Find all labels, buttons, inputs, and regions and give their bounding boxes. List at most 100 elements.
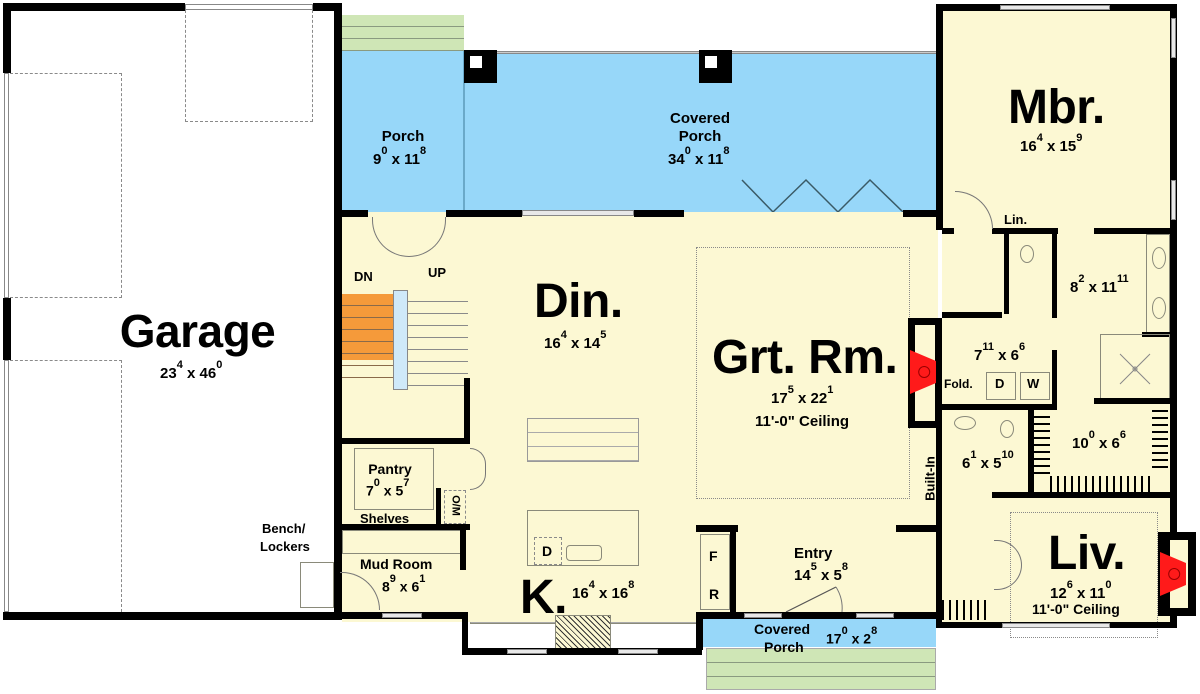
garage-wall-left-mid (3, 298, 11, 360)
pantry-shelves (354, 448, 434, 510)
porch-column-1 (464, 50, 497, 83)
master-wall-lower (942, 228, 954, 234)
porch-dimensions: 90 x 118 (373, 145, 427, 168)
wall-rear-right (903, 210, 939, 217)
garage-wall-bottom (3, 612, 341, 620)
great-room-label: Grt. Rm. (712, 331, 898, 384)
living-window-bottom (1002, 623, 1110, 628)
linen-label: Lin. (1004, 212, 1028, 227)
dining-dimensions: 164 x 145 (544, 329, 607, 352)
closet-wall-top (1094, 398, 1172, 404)
covered-porch-front-label-2: Porch (764, 639, 804, 655)
washer-label: W (1027, 376, 1040, 391)
garage-door-top (185, 4, 313, 10)
wall-rear-mid2 (634, 210, 684, 217)
right-wall-lower (936, 532, 942, 628)
entry-door-swing-icon[interactable] (784, 584, 848, 614)
entry-sidelight-2 (856, 613, 894, 618)
stair-up-label: UP (428, 265, 447, 280)
stair-wall-right (464, 378, 470, 442)
laundry-wall-top (942, 312, 1002, 318)
master-window-right-1 (1171, 18, 1176, 58)
hall-closet-rod (942, 600, 990, 620)
garage-storage-area (185, 10, 313, 122)
washer (1020, 372, 1050, 400)
walk-in-closet-dimensions: 100 x 66 (1072, 429, 1126, 452)
closet-rod-bottom (1050, 476, 1150, 492)
kitchen-wall-left (462, 612, 468, 655)
kitchen-wall-bottom (462, 648, 702, 655)
bench-lockers-label-2: Lockers (260, 539, 310, 554)
dryer-label: D (995, 376, 1005, 391)
stair-wall-bottom (338, 438, 470, 444)
laundry-wall-bottom (942, 404, 1057, 410)
master-wall-lower-3 (1094, 228, 1172, 234)
refrigerator-label: R (709, 586, 720, 602)
mud-room-wall-right (460, 530, 466, 570)
garage-label: Garage (119, 305, 276, 357)
great-room-dimensions: 175 x 221 (771, 384, 834, 407)
pantry-wall-right (436, 488, 441, 526)
master-window-right-2 (1171, 180, 1176, 220)
pantry-shelves-label: Shelves (360, 511, 410, 526)
fold-counter-label: Fold. (944, 377, 973, 391)
living-wall-right (1170, 612, 1177, 628)
stair-down-label: DN (354, 269, 373, 284)
folding-door-icon (741, 178, 904, 214)
covered-porch-front-dimensions: 170 x 28 (826, 625, 878, 647)
front-porch-wall-left (696, 612, 703, 650)
entry-wall-top-left (696, 525, 738, 532)
master-wall-right (1170, 4, 1177, 544)
pantry-wall-bottom (338, 524, 470, 530)
stair-down-treads (342, 294, 396, 378)
toilet-master (1020, 245, 1034, 263)
oven-microwave (444, 490, 466, 524)
mud-room-window (382, 613, 422, 618)
mud-room-exterior-step (300, 562, 334, 608)
garage-wall-left-top (3, 3, 11, 73)
garage-room (5, 5, 337, 615)
fridge-freezer (700, 534, 730, 610)
master-bath-dimensions: 82 x 1111 (1070, 273, 1129, 296)
garage-wall-top-right (313, 3, 341, 11)
dining-table (527, 418, 639, 462)
dishwasher-label: D (542, 543, 553, 559)
built-in-label: Built-In (922, 456, 938, 501)
sink-2 (1152, 297, 1166, 319)
shower-drain-icon (1119, 353, 1151, 385)
entry-dimensions: 145 x 58 (794, 561, 848, 584)
living-ceiling-label: 11'-0" Ceiling (1032, 601, 1120, 617)
living-label: Liv. (1048, 527, 1126, 580)
laundry-dimensions: 711 x 66 (974, 341, 1026, 364)
kitchen-dimensions: 164 x 168 (572, 579, 635, 602)
dishwasher (534, 537, 562, 565)
covered-porch-rear-dimensions: 340 x 118 (668, 145, 730, 168)
stair-up[interactable] (408, 290, 468, 386)
rear-porch-steps (342, 15, 464, 51)
garage-door-left-2 (4, 360, 9, 612)
master-bedroom-label: Mbr. (1008, 81, 1105, 134)
built-in-wall (936, 428, 942, 532)
master-wall-left (936, 4, 943, 230)
porch-label: Porch (381, 128, 425, 145)
master-bedroom-dimensions: 164 x 159 (1020, 132, 1083, 155)
closet-rod-left (1034, 412, 1050, 474)
entry-sidelight-1 (744, 613, 782, 618)
kitchen-island (527, 510, 639, 566)
living-dimensions: 126 x 110 (1050, 579, 1112, 602)
entry-wall-bottom (696, 612, 942, 619)
dining-label: Din. (534, 275, 623, 328)
wall-rear-left (338, 210, 368, 217)
kitchen-window-2 (618, 649, 658, 654)
front-porch-steps (706, 648, 936, 690)
half-bath-toilet (1000, 420, 1014, 438)
range-cooktop (555, 615, 611, 649)
covered-porch-front-label-1: Covered (754, 621, 811, 637)
wc-wall-right (1052, 232, 1057, 318)
oven-microwave-label: O/M (449, 495, 462, 516)
stair-rail (393, 290, 408, 390)
porch-divider (463, 51, 465, 212)
mud-room-dimensions: 89 x 61 (382, 573, 426, 595)
wall-rear-mid (446, 210, 522, 217)
covered-porch-front-room (702, 619, 936, 647)
